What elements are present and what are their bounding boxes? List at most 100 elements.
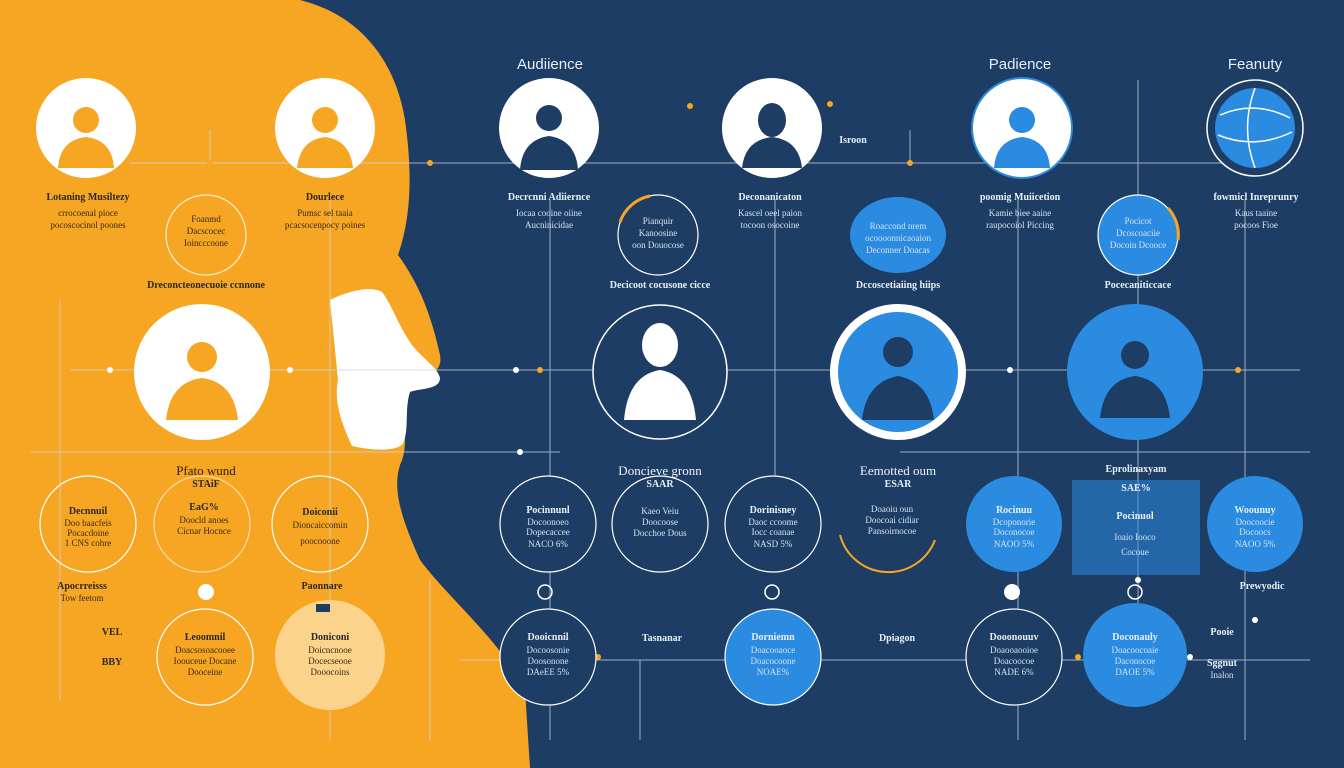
circle-title: Doiconii [302,507,338,518]
circle-text: Doacsosoacooee [175,645,235,655]
node-title: Dourlece [305,192,345,203]
section-sublabel: ESAR [884,479,912,490]
circle-text: Deconner Doacas [866,245,930,255]
circle-title: Dorinisney [749,505,797,516]
circle-text: Kanoosine [638,228,678,238]
circle-text: Docoocs [1239,527,1271,537]
side-label: Tow feetom [60,593,104,603]
circle-text: Doacoocoe [993,656,1035,666]
node-sub: Kascel oeel paion [738,208,802,218]
avatar-top-5 [971,77,1073,179]
circle-title: Doniconi [310,632,350,643]
header-padience: Padience [988,56,1052,73]
circle-caption: Dccoscetiaiing hiips [855,280,941,291]
circle-text: Roaccond nrem [869,221,927,231]
circle-text: Docoin Dcooce [1109,240,1167,250]
circle-text: Pocicot [1124,216,1152,226]
circle-title: Doconauly [1112,632,1158,643]
circle-text: Docecseooe [308,656,352,666]
node-sub: Kamie biee aaine [988,208,1052,218]
circle-text: Dioncaiccomin [292,520,348,530]
side-label: BBY [101,657,123,668]
circle-caption: Decicoot cocusone cicce [609,280,711,291]
section-sublabel: SAE% [1121,483,1151,494]
circle-title: Dorniemn [751,632,795,643]
node-sub: tocoon osocoine [740,220,800,230]
avatar-mid-3 [830,304,966,440]
side-label: Tasnanar [641,633,683,644]
circle-text: Doo baacfeis [64,518,112,528]
section-label: Doncieve gronn [618,463,702,478]
circle-text: ocoooonnicaoaion [865,233,931,243]
avatar-top-3 [499,78,599,178]
node-title: poomig Muiicetion [979,192,1061,203]
circle-text: DAOE 5% [1115,667,1155,677]
circle-title: EaG% [189,502,219,513]
node-tag: Isroon [839,135,867,146]
circle-text: Ioouceue Docane [173,656,237,666]
circle-text: poocooone [300,536,340,546]
node-sub: crrocoenal pioce [58,208,118,218]
avatar-mid-4 [1067,304,1203,440]
node-sub: raupocoiol Piccing [986,220,1054,230]
circle-text: Dcoponorie [992,517,1036,527]
avatar-mid-2 [592,304,728,440]
circle-text: Daconocoe [1114,656,1156,666]
node-sub: Iocaa cooine oiine [516,208,582,218]
side-label: Paonnare [301,581,343,592]
circle-title: Dooicnnil [527,632,569,643]
circle-text: Doacocoone [750,656,796,666]
circle-text: Dcoscoaciie [1116,228,1160,238]
circle-text: Doosonone [527,656,569,666]
avatar-top-4 [722,78,822,178]
node-title: Lotaning Musiltezy [46,192,130,203]
circle-caption: Dreconcteonecuoie ccnnone [147,280,265,291]
node-sub: Kaus taaine [1234,208,1278,218]
circle-text: Dopecaccee [526,527,570,537]
circle-text: NAOO 5% [1234,539,1276,549]
circle-text: Docoonoeo [527,517,569,527]
avatar-top-2 [275,78,375,178]
circle-text: Pianquir [642,216,674,226]
circle-text: Dooceine [187,667,223,677]
circle-text: DAeEE 5% [526,667,570,677]
node-sub: pcacsocenpocy poines [284,220,366,230]
avatar-top-1 [36,78,136,178]
side-label: Apocrreisss [57,581,107,592]
node-title: fowmicl Inreprunry [1213,192,1299,203]
section-label: Pfato wund [176,463,236,478]
node-title: Deconanicaton [738,192,802,203]
circle-text: Docchoe Dous [633,528,687,538]
side-label: Sggnut [1206,658,1238,669]
circle-title: Decnnuil [68,506,108,517]
circle-caption: Pocecaniticcace [1104,280,1172,291]
circle-text: Foanmd [191,214,221,224]
circle-text: Iocc coanae [751,527,795,537]
side-label: VEL [101,627,123,638]
section-label: Eemotted oum [859,463,937,478]
circle-text: Dooocoins [310,667,350,677]
circle-text: NASD 5% [753,539,793,549]
circle-title: Pocinnunl [526,505,570,516]
circle-title: Dooonouuv [989,632,1039,643]
node-sub: pocoos Fioe [1234,220,1278,230]
section-sublabel: SAAR [646,479,674,490]
circle-text: Dacscocec [186,226,226,236]
circle-title: Leoomnil [184,632,226,643]
circle-text: Doocoose [642,517,678,527]
circle-text: 1 CNS cohre [64,538,112,548]
circle-text: Docoosonie [526,645,570,655]
circle-text: NADE 6% [994,667,1034,677]
circle-title: Woounuy [1234,505,1276,516]
circle-title: Rocinuu [995,505,1033,516]
circle-text: Doacoocoaie [1111,645,1159,655]
circle-text: oon Douocose [632,240,684,250]
section-label: Eprolinaxyam [1105,464,1167,475]
node-sub: Aucninicidae [525,220,573,230]
circle-text: Cocoue [1121,547,1149,557]
circle-text: Doicncnooe [308,645,352,655]
header-audience: Audiience [517,56,583,73]
face-profile [330,289,440,450]
circle-text: Pocacdoine [67,528,109,538]
circle-text: NOAE% [756,667,790,677]
